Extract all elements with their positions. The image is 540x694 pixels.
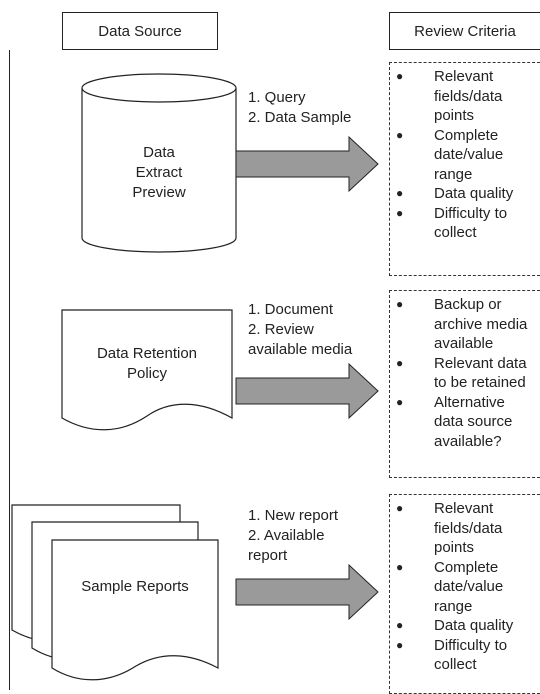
criteria-line: Complete — [434, 126, 499, 144]
source-line: Policy — [126, 365, 167, 382]
database-cylinder-shape — [81, 73, 237, 253]
source-line: Data Retention — [96, 345, 198, 362]
criteria-box-2: ● Backup or archive media available ● Re… — [389, 290, 540, 478]
criteria-line: Data quality — [434, 185, 514, 202]
criteria-line: date/value — [434, 578, 504, 595]
criteria-line: Backup or — [434, 296, 502, 313]
criteria-item: ● Difficulty to collect — [390, 204, 540, 243]
criteria-line: date/value — [434, 146, 504, 163]
criteria-item: ● Backup or archive media available — [390, 295, 540, 354]
criteria-line: data source — [434, 413, 513, 430]
step-text: report — [248, 547, 288, 564]
step-text: 1. Document — [248, 301, 334, 318]
criteria-item: ● Difficulty to collect — [390, 636, 540, 675]
step-text: 1. Query — [248, 89, 306, 106]
criteria-line: Difficulty to — [434, 204, 508, 222]
bullet-icon: ● — [396, 69, 404, 83]
source-line: Sample Reports — [81, 578, 189, 595]
arrow-2 — [235, 362, 379, 420]
criteria-line: Difficulty to — [434, 636, 508, 654]
sample-reports-label: Sample Reports — [52, 576, 218, 598]
criteria-line: Data quality — [434, 617, 514, 634]
criteria-item: ● Relevant fields/data points — [390, 499, 540, 558]
criteria-line: collect — [434, 224, 477, 241]
criteria-line: available? — [434, 432, 502, 450]
bullet-icon: ● — [396, 355, 404, 370]
source-line: Extract — [135, 164, 183, 181]
multi-document-shape — [11, 504, 219, 681]
criteria-line: range — [434, 597, 473, 615]
criteria-line: Complete — [434, 558, 499, 576]
step-text: available media — [248, 341, 353, 358]
data-source-header-label: Data Source — [98, 22, 182, 40]
criteria-line: Relevant data — [434, 354, 527, 372]
bullet-icon: ● — [396, 559, 404, 574]
criteria-box-1: ● Relevant fields/data points ● Complete… — [389, 62, 540, 276]
arrow-3 — [235, 563, 379, 621]
source-line: Data — [143, 144, 175, 161]
bullet-icon: ● — [396, 637, 404, 652]
criteria-line: points — [434, 107, 475, 124]
step-text: 2. Data Sample — [248, 109, 352, 126]
left-border-line — [9, 50, 10, 690]
bullet-icon: ● — [396, 186, 404, 200]
arrow-1 — [235, 135, 379, 193]
criteria-line: Alternative — [434, 393, 505, 411]
criteria-line: archive media — [434, 315, 528, 333]
data-source-header: Data Source — [62, 12, 218, 50]
row3-steps: 1. New report 2. Available report — [248, 506, 338, 566]
row1-steps: 1. Query 2. Data Sample — [248, 88, 351, 128]
data-retention-policy-label: Data Retention Policy — [62, 342, 232, 386]
criteria-item: ● Alternative data source available? — [390, 393, 540, 452]
criteria-line: range — [434, 165, 473, 183]
step-text: 2. Available — [248, 527, 325, 544]
bullet-icon: ● — [396, 205, 404, 220]
criteria-item: ● Data quality — [390, 184, 540, 204]
bullet-icon: ● — [396, 501, 404, 515]
criteria-item: ● Data quality — [390, 616, 540, 636]
criteria-item: ● Relevant data to be retained — [390, 354, 540, 393]
step-text: 2. Review — [248, 321, 314, 338]
criteria-box-3: ● Relevant fields/data points ● Complete… — [389, 494, 540, 694]
criteria-line: Relevant — [434, 68, 494, 85]
criteria-line: fields/data — [434, 519, 503, 537]
bullet-icon: ● — [396, 618, 404, 632]
row2-steps: 1. Document 2. Review available media — [248, 300, 352, 360]
criteria-line: points — [434, 539, 475, 556]
bullet-icon: ● — [396, 127, 404, 142]
criteria-item: ● Complete date/value range — [390, 558, 540, 617]
bullet-icon: ● — [396, 394, 404, 409]
document-shape — [61, 309, 233, 431]
criteria-item: ● Relevant fields/data points — [390, 67, 540, 126]
review-criteria-header-label: Review Criteria — [414, 22, 516, 40]
criteria-line: collect — [434, 656, 477, 673]
criteria-line: fields/data — [434, 87, 503, 105]
source-line: Preview — [132, 184, 186, 201]
criteria-line: Relevant — [434, 500, 494, 517]
bullet-icon: ● — [396, 297, 404, 311]
review-criteria-header: Review Criteria — [389, 12, 540, 50]
criteria-item: ● Complete date/value range — [390, 126, 540, 185]
data-extract-preview-label: Data Extract Preview — [82, 140, 236, 206]
step-text: 1. New report — [248, 507, 339, 524]
criteria-line: available — [434, 335, 494, 352]
criteria-line: to be retained — [434, 374, 526, 391]
